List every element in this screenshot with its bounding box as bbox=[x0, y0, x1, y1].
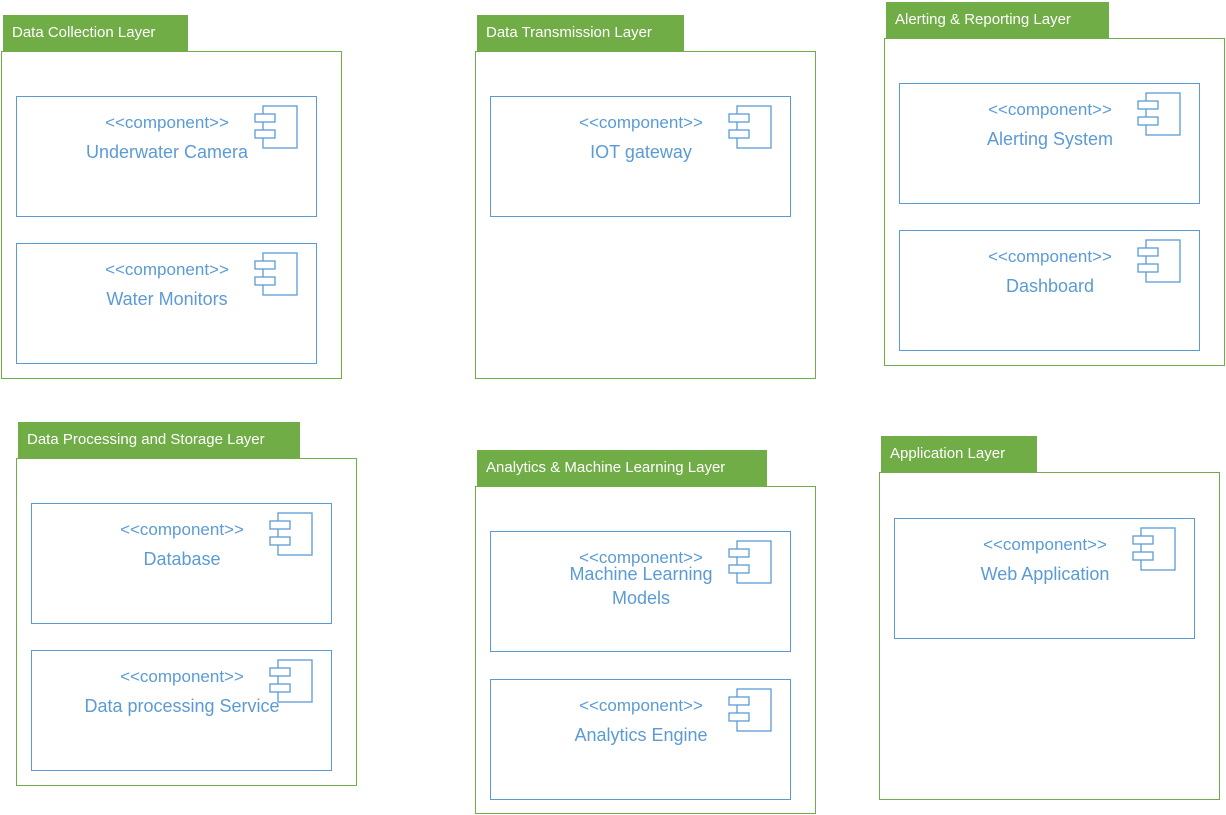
component-name: Database bbox=[143, 549, 221, 569]
package-body: <<component>> IOT gateway bbox=[475, 51, 816, 379]
component-name: Dashboard bbox=[1005, 276, 1095, 296]
package-title: Data Transmission Layer bbox=[477, 15, 684, 51]
component-alerting-system[interactable]: <<component>> Alerting System bbox=[899, 83, 1200, 204]
package-title: Data Processing and Storage Layer bbox=[18, 422, 300, 458]
package-body: <<component>> Underwater Camera <<compon… bbox=[1, 51, 342, 379]
component-icon bbox=[1137, 239, 1181, 283]
component-icon bbox=[1137, 92, 1181, 136]
component-name: IOT gateway bbox=[590, 142, 692, 162]
component-analytics-engine[interactable]: <<component>> Analytics Engine bbox=[490, 679, 791, 800]
component-stereotype: <<component>> bbox=[120, 667, 244, 686]
component-stereotype: <<component>> bbox=[105, 113, 229, 132]
component-stereotype: <<component>> bbox=[988, 247, 1112, 266]
component-database[interactable]: <<component>> Database bbox=[31, 503, 332, 624]
package-title: Data Collection Layer bbox=[3, 15, 188, 51]
component-stereotype: <<component>> bbox=[105, 260, 229, 279]
component-stereotype: <<component>> bbox=[988, 100, 1112, 119]
package-body: <<component>> Web Application bbox=[879, 472, 1220, 800]
component-icon bbox=[269, 512, 313, 556]
component-machine-learning-models[interactable]: <<component>> Machine Learning Models bbox=[490, 531, 791, 652]
package-body: <<component>> Alerting System <<componen… bbox=[884, 38, 1225, 366]
package-body: <<component>> Machine Learning Models <<… bbox=[475, 486, 816, 814]
component-underwater-camera[interactable]: <<component>> Underwater Camera bbox=[16, 96, 317, 217]
component-data-processing-service[interactable]: <<component>> Data processing Service bbox=[31, 650, 332, 771]
component-dashboard[interactable]: <<component>> Dashboard bbox=[899, 230, 1200, 351]
component-name: Analytics Engine bbox=[574, 725, 708, 745]
package-title: Analytics & Machine Learning Layer bbox=[477, 450, 767, 486]
component-name: Web Application bbox=[980, 564, 1110, 584]
component-stereotype: <<component>> bbox=[983, 535, 1107, 554]
package-body: <<component>> Database <<component>> Dat… bbox=[16, 458, 357, 786]
component-icon bbox=[269, 659, 313, 703]
component-icon bbox=[728, 105, 772, 149]
component-name: Data processing Service bbox=[84, 696, 280, 716]
component-water-monitors[interactable]: <<component>> Water Monitors bbox=[16, 243, 317, 364]
package-title: Alerting & Reporting Layer bbox=[886, 2, 1109, 38]
component-stereotype: <<component>> bbox=[579, 113, 703, 132]
component-icon bbox=[728, 540, 772, 584]
component-name: Underwater Camera bbox=[85, 142, 249, 162]
component-name: Machine Learning Models bbox=[569, 564, 713, 608]
component-stereotype: <<component>> bbox=[120, 520, 244, 539]
component-web-application[interactable]: <<component>> Web Application bbox=[894, 518, 1195, 639]
component-icon bbox=[1132, 527, 1176, 571]
package-title: Application Layer bbox=[881, 436, 1037, 472]
component-icon bbox=[254, 252, 298, 296]
component-stereotype: <<component>> bbox=[579, 548, 703, 567]
component-icon bbox=[254, 105, 298, 149]
component-stereotype: <<component>> bbox=[579, 696, 703, 715]
component-iot-gateway[interactable]: <<component>> IOT gateway bbox=[490, 96, 791, 217]
component-name: Water Monitors bbox=[106, 289, 228, 309]
component-icon bbox=[728, 688, 772, 732]
component-name: Alerting System bbox=[986, 129, 1114, 149]
